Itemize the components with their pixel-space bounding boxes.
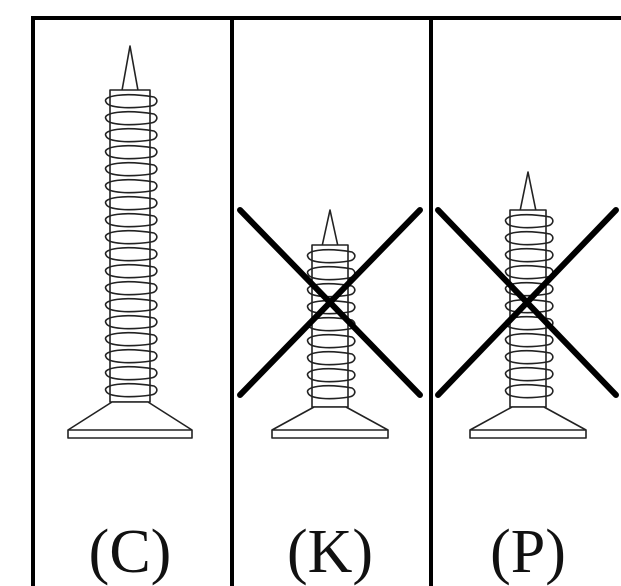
cross-out-icon-k (237, 207, 423, 398)
cross-out-icon-p (435, 207, 619, 398)
panel-label-k: (K) (287, 518, 373, 586)
medium-screw-icon (469, 171, 587, 439)
panel-frame (31, 16, 621, 586)
short-screw-icon (271, 209, 389, 439)
panel-c: (C) (67, 45, 193, 586)
panel-k: (K) (237, 207, 423, 586)
panel-label-c: (C) (89, 518, 172, 586)
panel-p: (P) (435, 171, 619, 586)
long-screw-icon (67, 45, 193, 439)
panel-label-p: (P) (490, 518, 566, 586)
